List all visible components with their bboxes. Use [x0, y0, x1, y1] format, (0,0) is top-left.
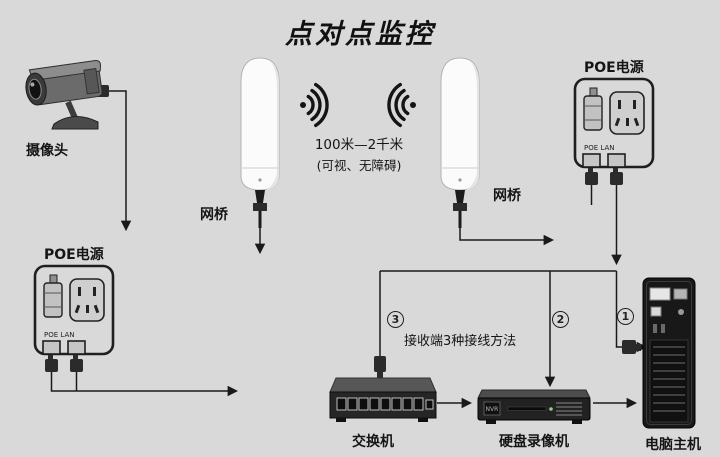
dvr-icon: NVR: [477, 389, 591, 424]
poe-injector-top-icon: POE LAN: [573, 77, 655, 185]
wireless-condition: (可视、无障碍): [316, 158, 402, 173]
poe-top-ports-label: POE LAN: [584, 144, 614, 152]
wiring-caption: 接收端3种接线方法: [404, 334, 517, 349]
wire-camera-to-poe: [109, 90, 132, 232]
pc-label: 电脑主机: [645, 437, 701, 453]
wire-poe-left-out: [50, 372, 239, 397]
wiring-badge-1: 1: [617, 308, 634, 325]
poe-left-ports-label: POE LAN: [44, 331, 74, 339]
poe-injector-left-icon: POE LAN: [33, 264, 115, 372]
poe-left-plugs-icon: [45, 355, 83, 372]
bridge-left-label: 网桥: [200, 207, 228, 223]
wifi-signal-left-icon: [300, 82, 329, 128]
pc-tower-icon: [642, 277, 696, 429]
wiring-badge-3: 3: [387, 311, 404, 328]
poe-top-plugs-icon: [585, 168, 623, 185]
network-switch-icon: [329, 377, 437, 422]
wireless-bridge-right-icon: [440, 57, 480, 228]
wiring-badge-2: 2: [552, 311, 569, 328]
bridge-right-label: 网桥: [493, 188, 521, 204]
switch-cable-plug-icon: [374, 356, 386, 380]
wireless-bridge-left-icon: [240, 57, 280, 228]
pc-cable-plug-icon: [622, 340, 641, 354]
camera-label: 摄像头: [26, 143, 68, 159]
switch-label: 交换机: [352, 434, 394, 450]
dvr-label: 硬盘录像机: [499, 434, 569, 450]
wire-bridge-right-to-poe: [459, 226, 555, 246]
page-title: 点对点监控: [285, 19, 435, 50]
wire-branch-1-to-pc: [615, 271, 622, 348]
wifi-signal-right-icon: [387, 82, 416, 128]
poe-top-label: POE电源: [584, 60, 644, 76]
wireless-range-note: 100米—2千米 (可视、无障碍): [295, 133, 423, 174]
poe-left-label: POE电源: [44, 247, 104, 263]
cctv-camera-icon: [25, 60, 103, 130]
wireless-range: 100米—2千米: [314, 137, 404, 153]
dvr-brand-label: NVR: [486, 406, 499, 413]
